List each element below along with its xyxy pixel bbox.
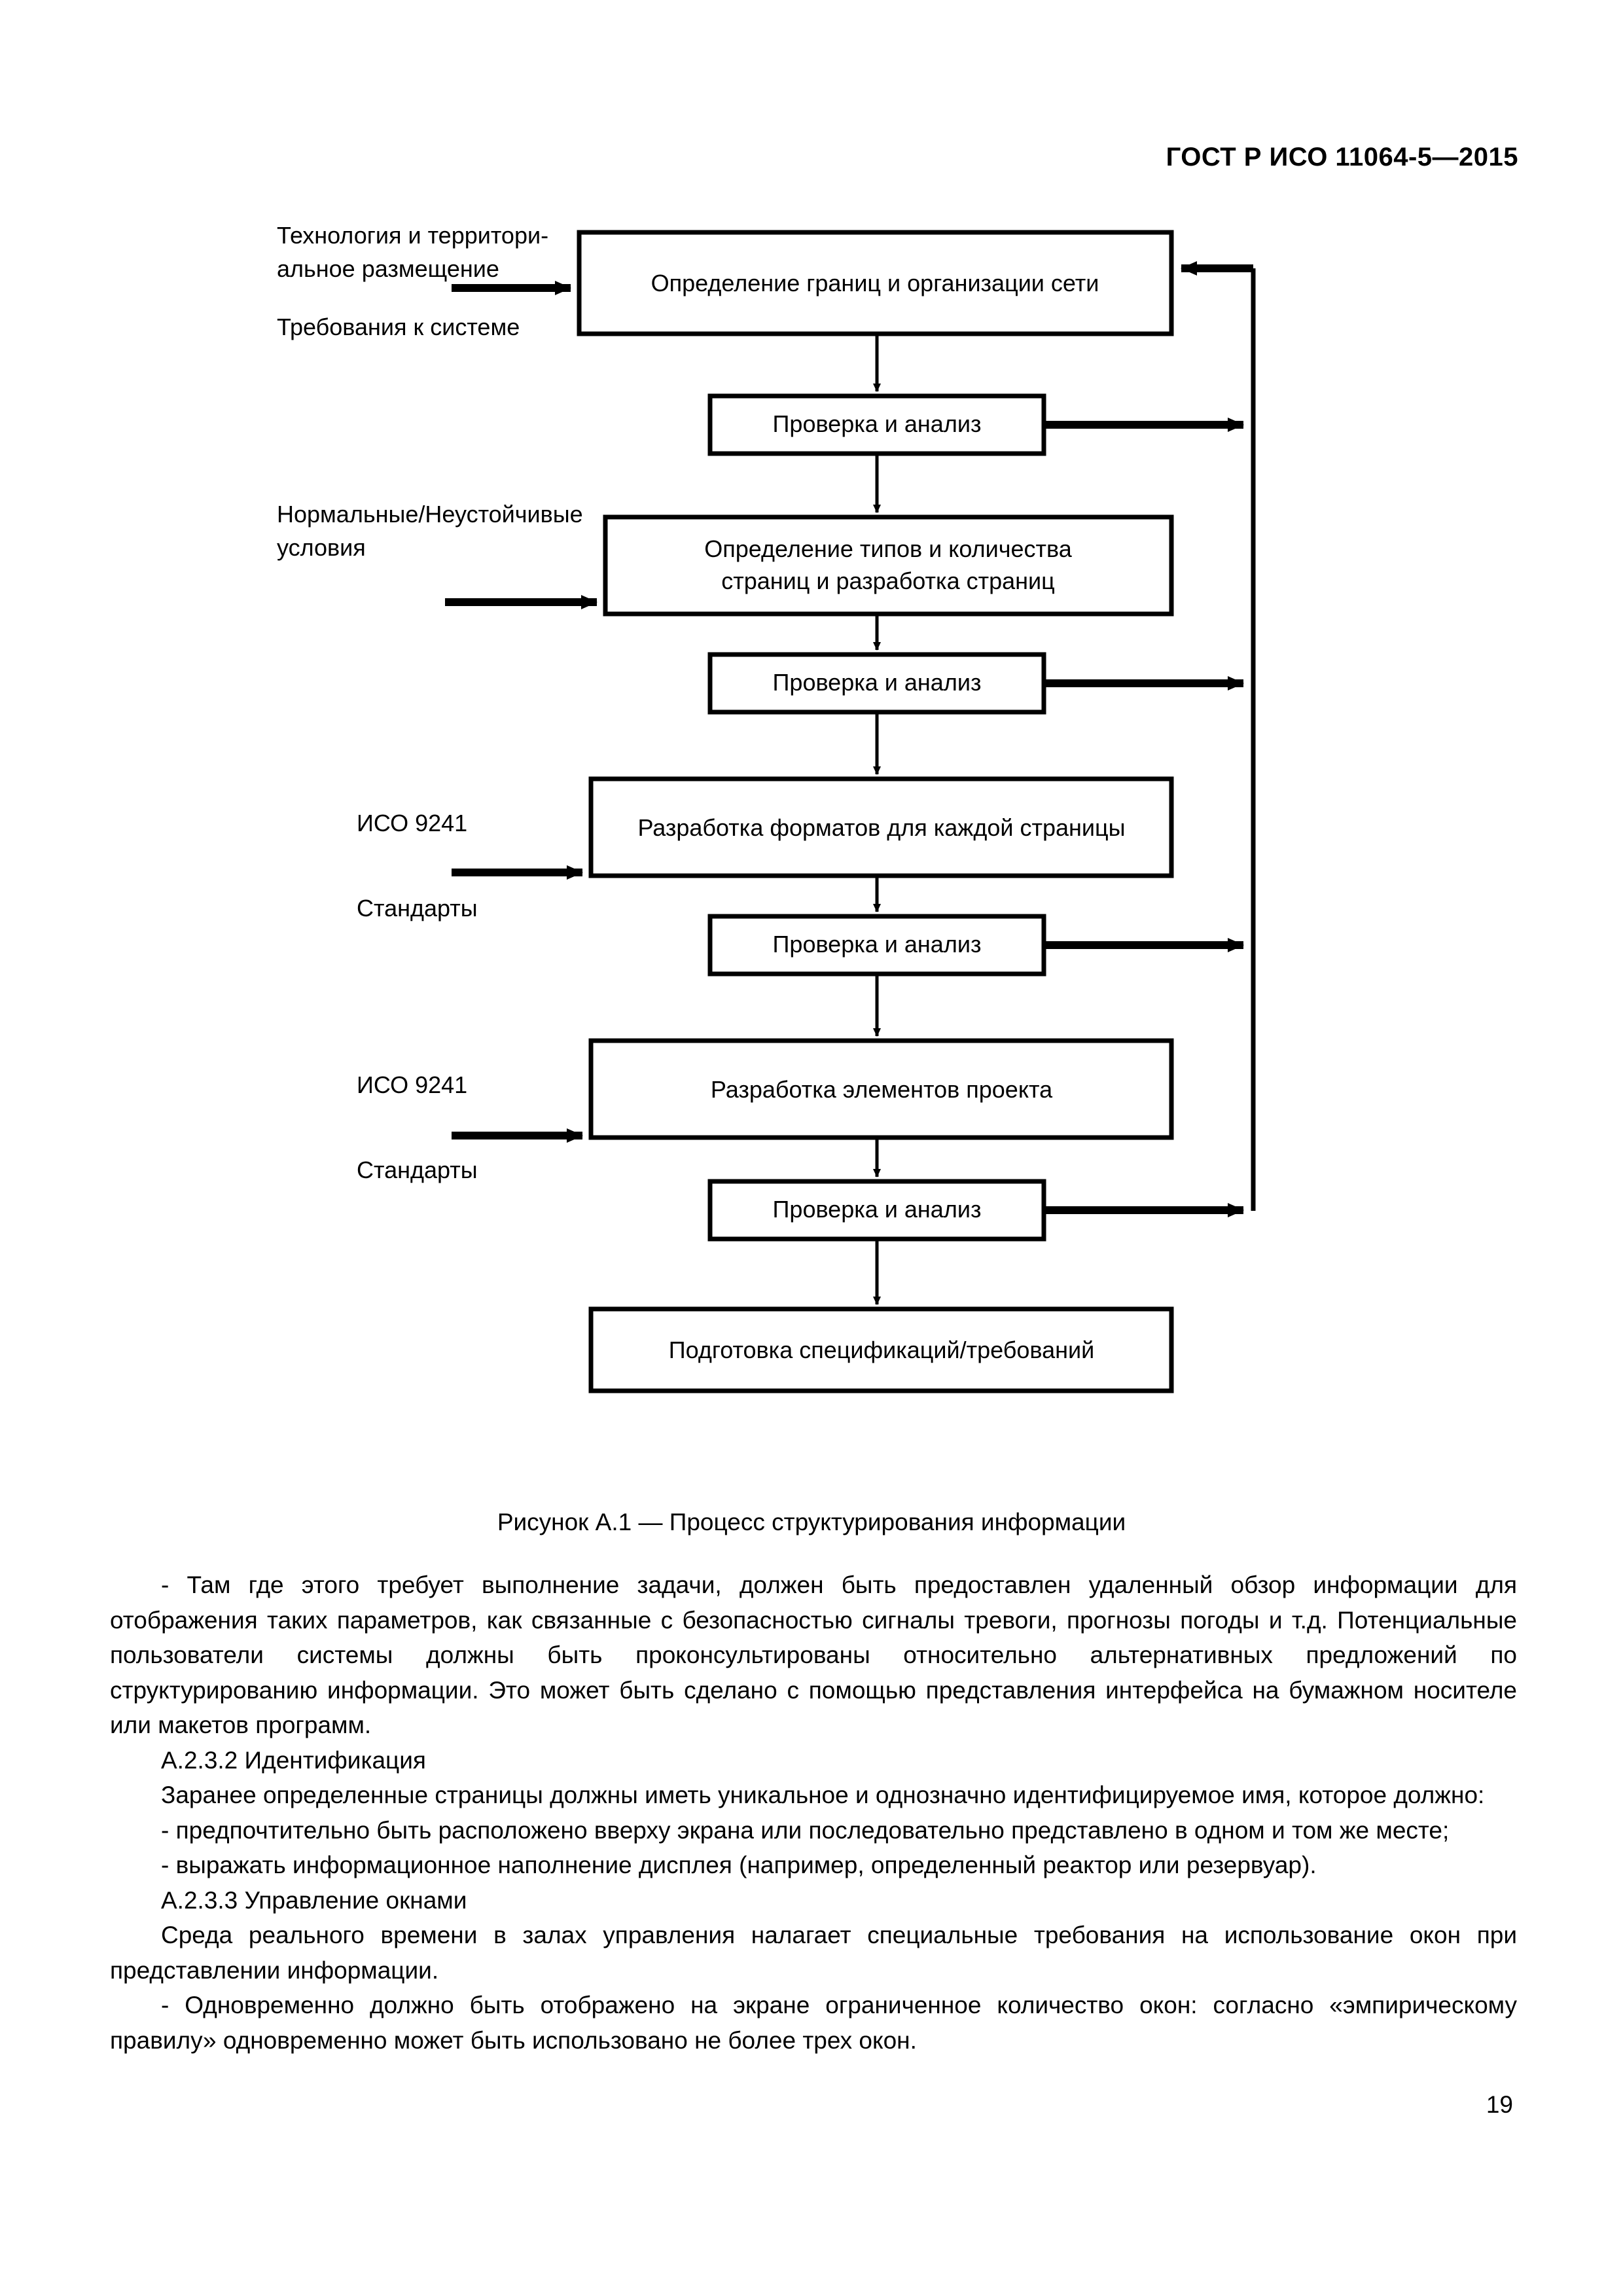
box-formats — [588, 776, 1174, 878]
heading-a232-identification: A.2.3.2 Идентификация — [161, 1746, 426, 1774]
paragraph-remote-overview: - Там где этого требует выполнение задач… — [110, 1571, 1517, 1738]
figure-caption: Рисунок А.1 — Процесс структурирования и… — [497, 1509, 1126, 1535]
input-technology-line3: Требования к системе — [277, 314, 520, 340]
box-elements-label: Разработка элементов проекта — [711, 1076, 1053, 1103]
input-iso-2-line1: ИСО 9241 — [357, 1071, 467, 1098]
document-standard-header: ГОСТ Р ИСО 11064-5—2015 — [1166, 143, 1518, 171]
input-conditions-line1: Нормальные/Неустойчивые — [277, 501, 583, 528]
box-scope — [577, 230, 1174, 336]
box-elements — [588, 1038, 1174, 1140]
box-review-4-label: Проверка и анализ — [773, 1196, 982, 1223]
input-iso-1-line1: ИСО 9241 — [357, 810, 467, 836]
input-technology-line1: Технология и территори- — [277, 222, 548, 249]
input-iso-1-line2: Стандарты — [357, 895, 478, 922]
page-number: 19 — [1486, 2091, 1513, 2118]
heading-a233-window-management: A.2.3.3 Управление окнами — [161, 1886, 467, 1914]
box-scope-label: Определение границ и организации сети — [651, 270, 1099, 296]
list-item-display-content: - выражать информационное наполнение дис… — [161, 1852, 1317, 1878]
input-technology-line2: альное размещение — [277, 255, 499, 282]
list-item-screen-top-placement: - предпочтительно быть расположено вверх… — [161, 1816, 1450, 1844]
list-item-window-count-rule: - Одновременно должно быть отображено на… — [110, 1992, 1517, 2054]
box-review-1-label: Проверка и анализ — [773, 410, 982, 437]
paragraph-page-naming: Заранее определенные страницы должны име… — [161, 1782, 1485, 1808]
box-specs-label: Подготовка спецификаций/требований — [669, 1336, 1094, 1363]
box-formats-label: Разработка форматов для каждой страницы — [637, 814, 1125, 841]
box-pages-label-line1: Определение типов и количества — [704, 535, 1072, 562]
paragraph-realtime-environment: Среда реального времени в залах управлен… — [110, 1922, 1517, 1984]
box-review-3-label: Проверка и анализ — [773, 931, 982, 958]
input-conditions-line2: условия — [277, 534, 366, 561]
box-review-2-label: Проверка и анализ — [773, 669, 982, 696]
body-text-block: - Там где этого требует выполнение задач… — [110, 1568, 1517, 2058]
box-specs — [588, 1306, 1174, 1393]
box-pages — [603, 514, 1174, 617]
input-iso-2-line2: Стандарты — [357, 1157, 478, 1183]
figure-a1-flowchart: Определение границ и организации сети Пр… — [0, 196, 1623, 1545]
box-pages-label-line2: страниц и разработка страниц — [721, 567, 1054, 594]
